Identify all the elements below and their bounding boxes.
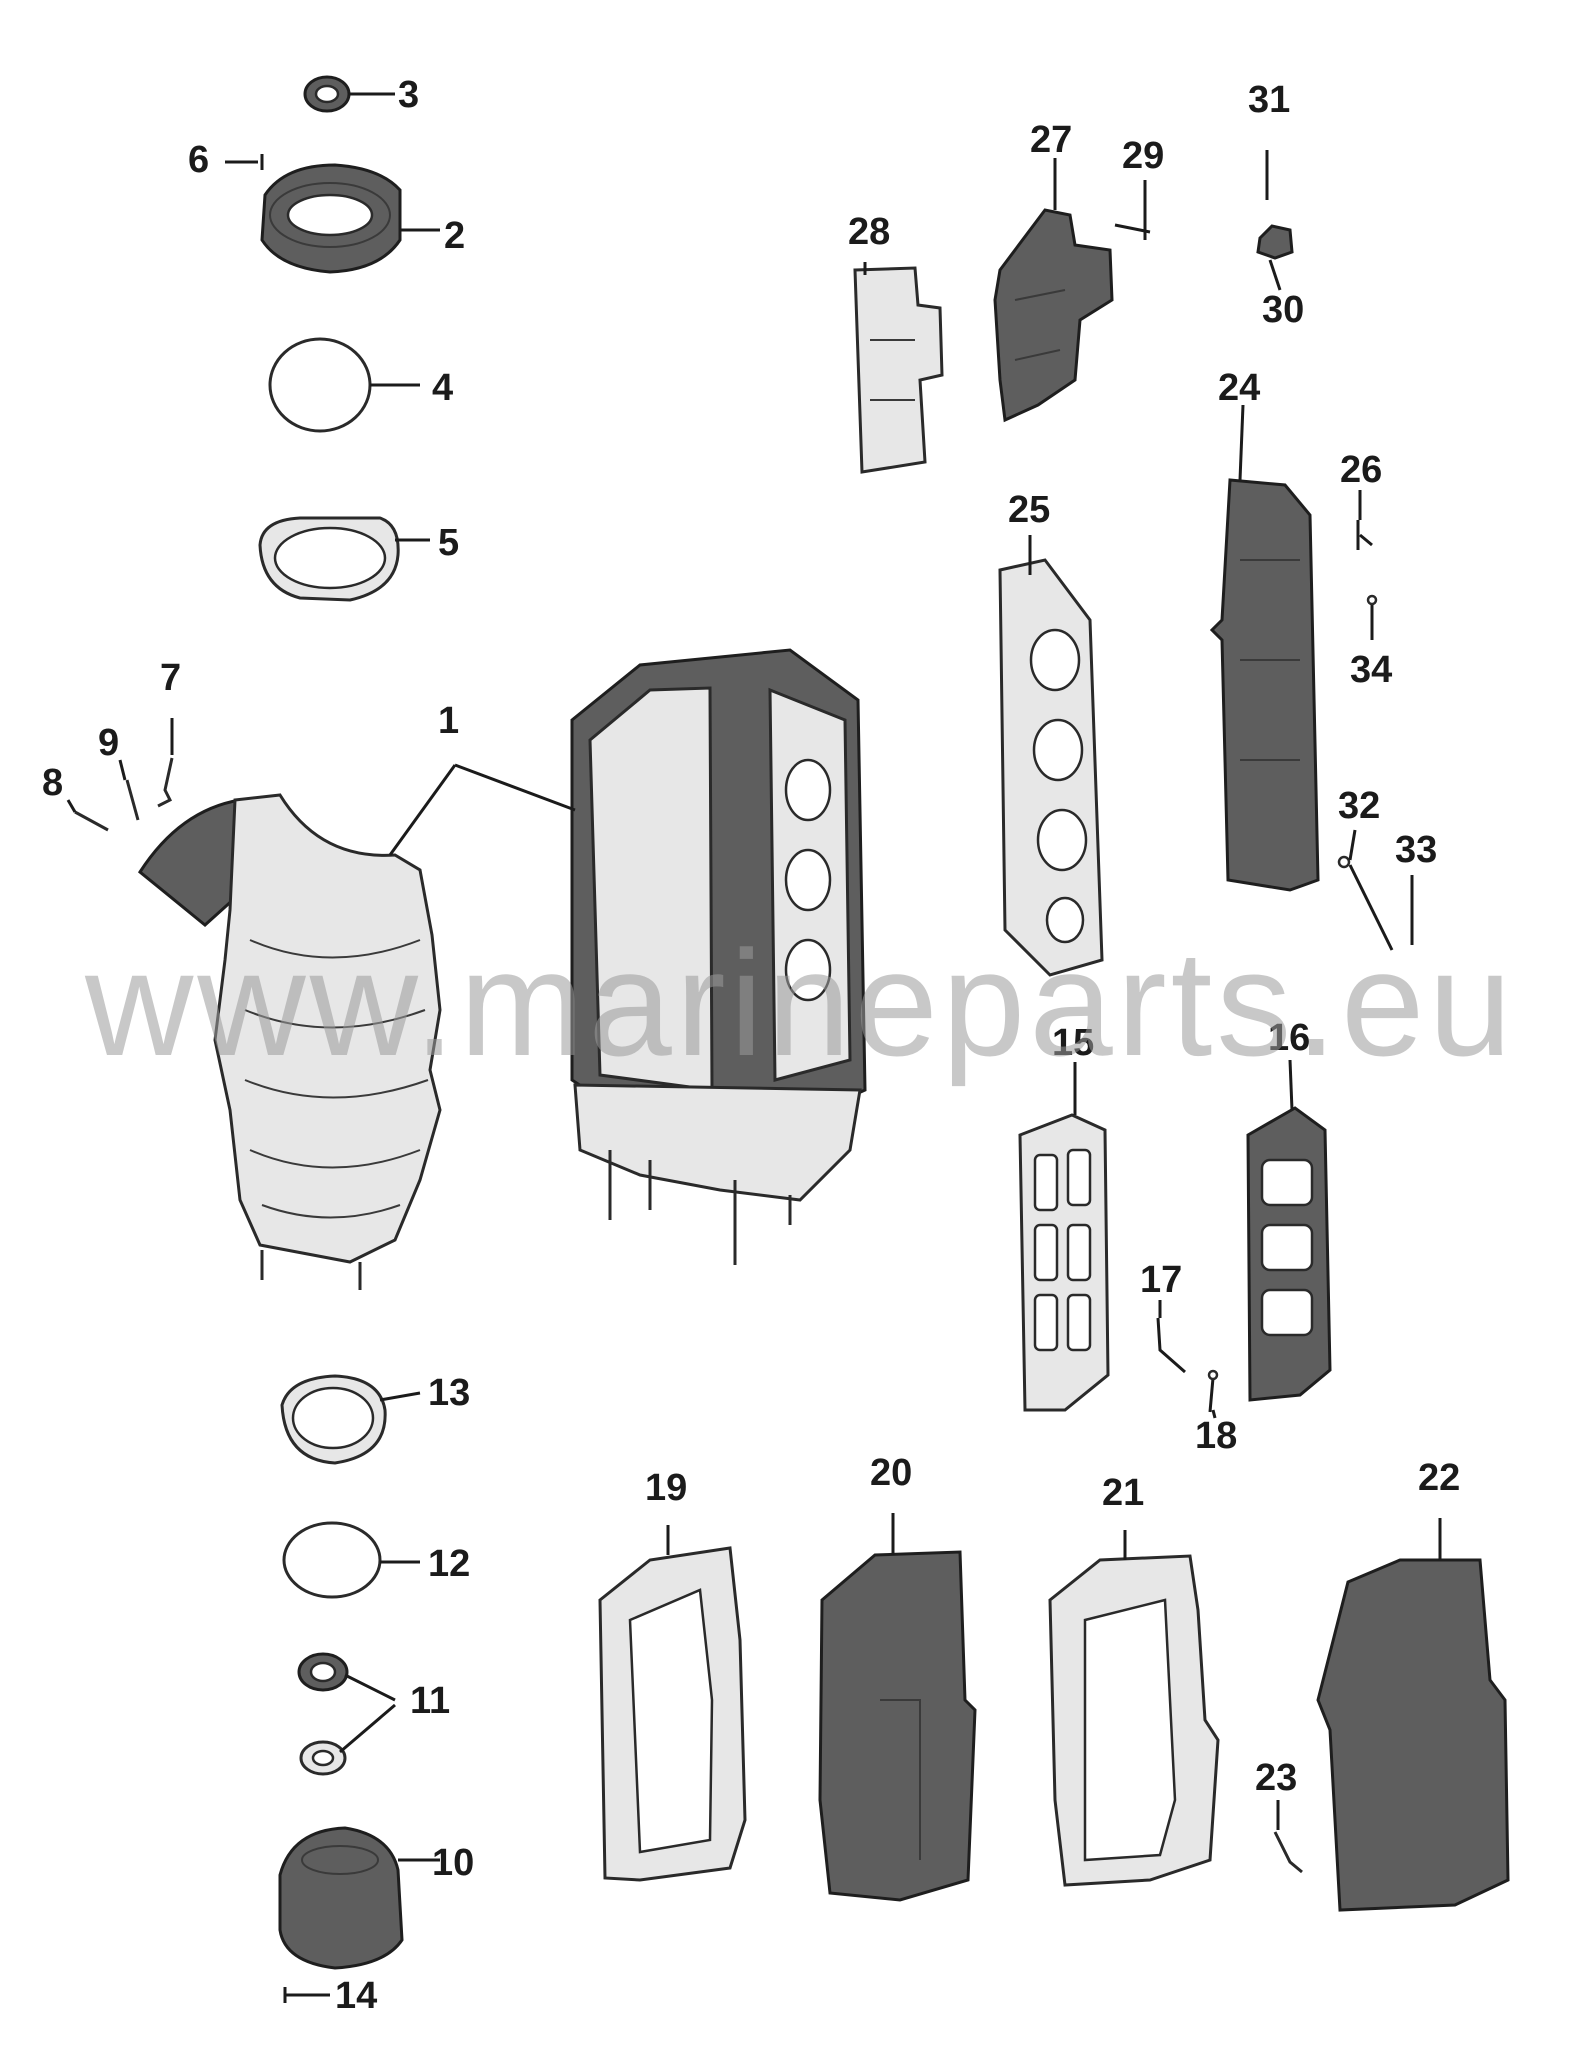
part-11-seals	[297, 1652, 349, 1776]
callout-2: 2	[444, 215, 465, 257]
part-17-bolt	[1156, 1317, 1186, 1374]
callout-7: 7	[160, 657, 181, 699]
part-12-o-ring	[282, 1521, 382, 1599]
part-30-sensor	[1256, 224, 1294, 260]
part-3-seal	[303, 75, 351, 113]
callout-33: 33	[1395, 829, 1437, 871]
part-25-gasket	[998, 558, 1104, 977]
callout-26: 26	[1340, 449, 1382, 491]
part-15-gasket	[1018, 1113, 1110, 1412]
part-22-cover	[1316, 1558, 1510, 1912]
callout-labels: 3 6 2 4 5 7 9 8 1 13 12 11 10 14 31 27 2…	[42, 74, 1460, 2017]
callout-19: 19	[645, 1467, 687, 1509]
part-28-gasket	[853, 266, 944, 474]
part-5-gasket	[258, 516, 400, 602]
callout-10: 10	[432, 1842, 474, 1884]
part-21-gasket	[1048, 1554, 1220, 1887]
part-24-cylinder-head	[1209, 478, 1320, 892]
part-10-bearing-housing	[278, 1826, 404, 1970]
callout-17: 17	[1140, 1259, 1182, 1301]
callout-13: 13	[428, 1372, 470, 1414]
callout-4: 4	[432, 367, 453, 409]
callout-8: 8	[42, 762, 63, 804]
callout-30: 30	[1262, 289, 1304, 331]
part-8-bolt	[74, 810, 109, 832]
callout-31: 31	[1248, 79, 1290, 121]
leader-lines	[66, 92, 1442, 1997]
callout-14: 14	[335, 1975, 377, 2017]
part-32-stud	[1337, 855, 1394, 951]
callout-15: 15	[1052, 1022, 1094, 1064]
part-20-cover	[818, 1550, 977, 1902]
callout-20: 20	[870, 1452, 912, 1494]
callout-11: 11	[410, 1680, 450, 1722]
callout-25: 25	[1008, 489, 1050, 531]
part-6-pin	[225, 154, 264, 170]
part-2-bearing-housing	[260, 163, 402, 274]
callout-21: 21	[1102, 1472, 1144, 1514]
callout-29: 29	[1122, 135, 1164, 177]
callout-22: 22	[1418, 1457, 1460, 1499]
part-18-bolt	[1207, 1369, 1219, 1413]
callout-6: 6	[188, 139, 209, 181]
part-16-cover	[1246, 1106, 1332, 1402]
callout-23: 23	[1255, 1757, 1297, 1799]
part-9-bolt	[125, 779, 140, 821]
part-19-gasket	[598, 1546, 747, 1882]
callout-1: 1	[438, 700, 459, 742]
watermark-text: www.marineparts.eu	[84, 919, 1516, 1087]
callout-16: 16	[1268, 1017, 1310, 1059]
callout-27: 27	[1030, 119, 1072, 161]
callout-24: 24	[1218, 367, 1260, 409]
callout-3: 3	[398, 74, 419, 116]
part-27-manifold	[993, 208, 1114, 423]
callout-32: 32	[1338, 785, 1380, 827]
callout-28: 28	[848, 211, 890, 253]
part-14-pin	[283, 1987, 325, 2003]
part-1-cylinder-block	[570, 648, 867, 1265]
part-4-o-ring	[268, 337, 372, 433]
callout-34: 34	[1350, 649, 1392, 691]
callout-9: 9	[98, 722, 119, 764]
callout-12: 12	[428, 1543, 470, 1585]
callout-18: 18	[1195, 1415, 1237, 1457]
part-29-bolt	[1114, 200, 1151, 240]
callout-5: 5	[438, 522, 459, 564]
part-7-clip	[157, 757, 174, 808]
part-1-crankcase-cover	[138, 793, 442, 1290]
part-26-bolt	[1356, 520, 1373, 550]
part-23-bolt	[1273, 1831, 1303, 1874]
part-13-gasket	[280, 1374, 387, 1465]
